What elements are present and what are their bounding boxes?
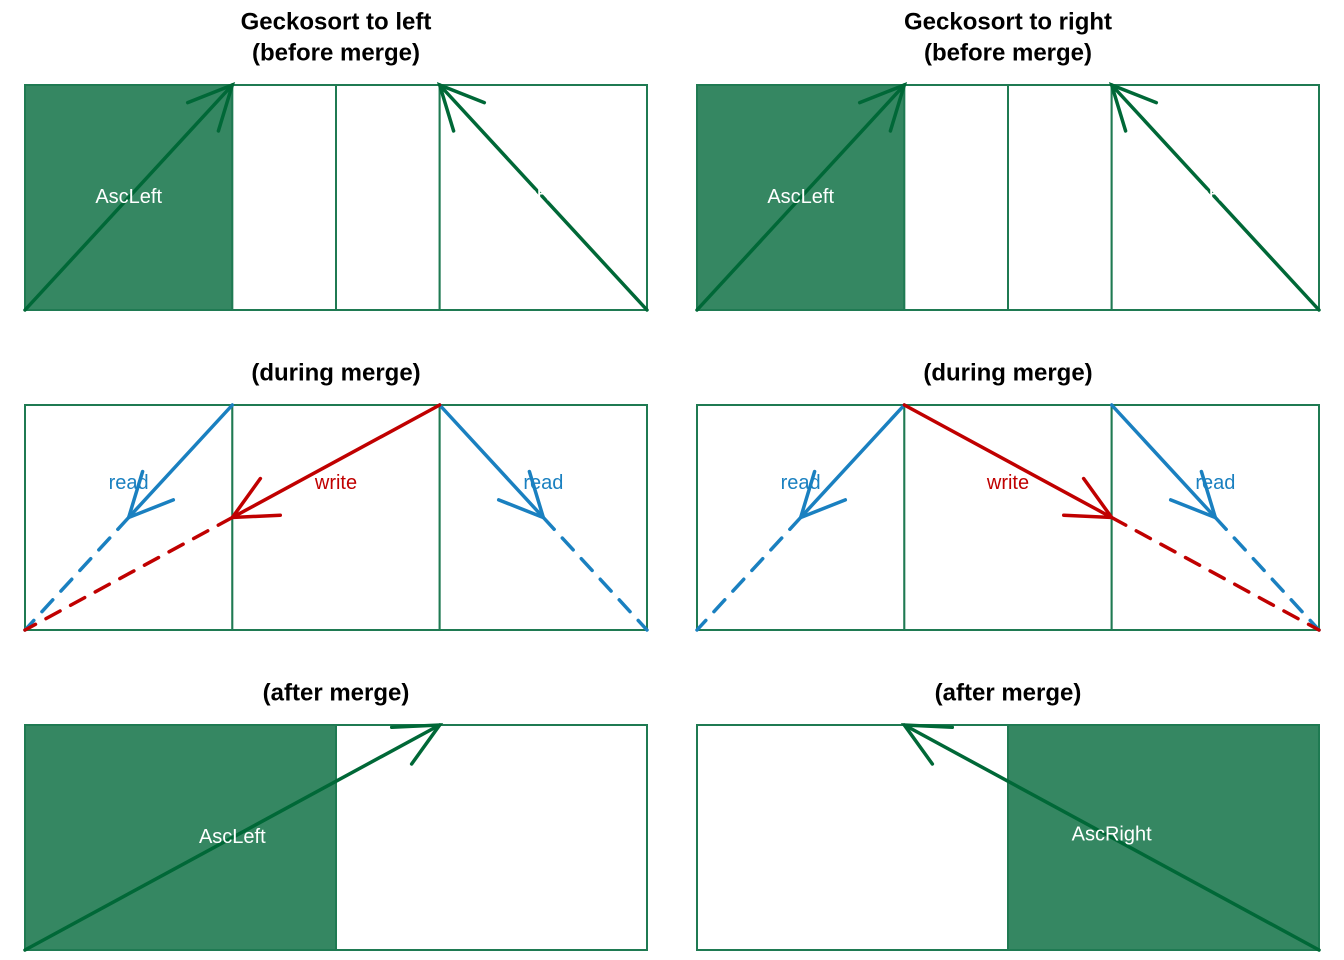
run-arrow-line bbox=[23, 83, 235, 312]
write-arrow-line bbox=[902, 403, 1114, 520]
write-dashed-line bbox=[1109, 515, 1321, 632]
empty-segment bbox=[696, 724, 1009, 951]
panel-title: Geckosort to right bbox=[904, 8, 1112, 35]
read-arrow-line bbox=[126, 403, 235, 520]
write-label: write bbox=[986, 472, 1029, 494]
read-dashed-line bbox=[541, 515, 649, 632]
read-arrow-line bbox=[1109, 403, 1218, 520]
write-arrow-head bbox=[228, 476, 283, 520]
panel-title: (during merge) bbox=[923, 359, 1092, 386]
write-arrow-line bbox=[230, 403, 442, 520]
panel-5: (after merge) AscLeft bbox=[23, 679, 648, 952]
run-label: AscRight bbox=[503, 184, 583, 206]
panel-title: (after merge) bbox=[263, 679, 410, 706]
read-label: read bbox=[781, 472, 821, 494]
write-label: write bbox=[314, 472, 357, 494]
read-arrow-line bbox=[798, 403, 907, 520]
panel-6: (after merge) AscRight bbox=[696, 679, 1321, 952]
write-arrow-head bbox=[1061, 476, 1116, 520]
panel-2: Geckosort to right (before merge) AscLeft A… bbox=[695, 8, 1321, 312]
panel-4: (during merge) read read write bbox=[695, 359, 1321, 632]
read-arrow-head bbox=[125, 469, 176, 521]
read-label: read bbox=[109, 472, 149, 494]
panel-title: (before merge) bbox=[924, 39, 1092, 66]
run-arrow-head bbox=[857, 82, 908, 133]
write-dashed-line bbox=[23, 515, 235, 632]
read-arrow-head bbox=[797, 469, 848, 521]
panel-title: (after merge) bbox=[935, 679, 1082, 706]
run-arrow-line bbox=[23, 723, 442, 952]
run-label: AscLeft bbox=[95, 186, 162, 208]
run-arrow-line bbox=[695, 83, 907, 312]
read-label: read bbox=[1195, 472, 1235, 494]
filled-segment bbox=[24, 724, 337, 951]
panel-title: (before merge) bbox=[252, 39, 420, 66]
run-arrow-head bbox=[1108, 82, 1159, 133]
panel-3: (during merge) read read write bbox=[23, 359, 649, 632]
run-label: AscRight bbox=[1175, 184, 1255, 206]
run-arrow-head bbox=[436, 82, 487, 133]
run-arrow-head bbox=[389, 723, 444, 766]
read-dashed-line bbox=[1213, 515, 1321, 632]
panel-1: Geckosort to left (before merge) AscLeft As… bbox=[23, 8, 649, 312]
run-arrow-line bbox=[437, 83, 649, 312]
run-arrow-line bbox=[902, 723, 1321, 952]
panel-title: (during merge) bbox=[251, 359, 420, 386]
read-dashed-line bbox=[695, 515, 803, 632]
run-arrow-head bbox=[900, 723, 955, 766]
run-arrow-line bbox=[1109, 83, 1321, 312]
empty-segment bbox=[335, 724, 648, 951]
read-label: read bbox=[523, 472, 563, 494]
read-arrow-line bbox=[437, 403, 546, 520]
read-arrow-head bbox=[496, 469, 547, 521]
filled-segment bbox=[1007, 724, 1320, 951]
run-label: AscLeft bbox=[767, 186, 834, 208]
read-dashed-line bbox=[23, 515, 131, 632]
panel-title: Geckosort to left bbox=[241, 8, 432, 35]
run-arrow-head bbox=[185, 82, 236, 133]
read-arrow-head bbox=[1168, 469, 1219, 521]
run-label: AscLeft bbox=[199, 826, 266, 848]
run-label: AscRight bbox=[1072, 824, 1152, 846]
